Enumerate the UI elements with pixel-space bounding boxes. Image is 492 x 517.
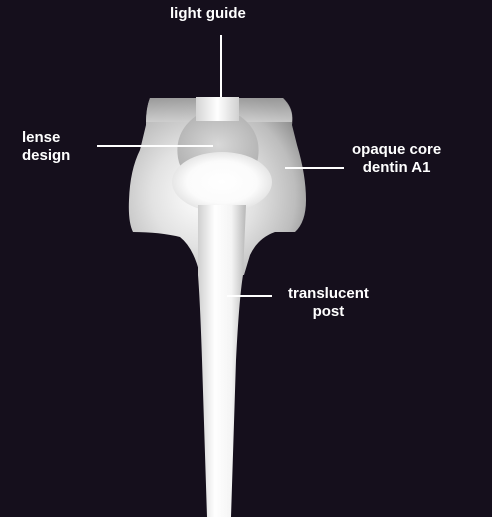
label-core-line1: opaque core bbox=[352, 141, 441, 159]
label-light-guide: light guide bbox=[170, 5, 246, 23]
label-lens-design: lense design bbox=[22, 129, 70, 165]
label-lens-line2: design bbox=[22, 147, 70, 165]
label-translucent-post: translucent post bbox=[288, 285, 369, 321]
translucent-post bbox=[198, 205, 246, 517]
label-core-line2: dentin A1 bbox=[352, 159, 441, 177]
label-post-line1: translucent bbox=[288, 285, 369, 303]
label-lens-line1: lense bbox=[22, 129, 70, 147]
label-opaque-core: opaque core dentin A1 bbox=[352, 141, 441, 177]
light-guide-rod bbox=[196, 97, 239, 121]
opaque-core bbox=[172, 152, 272, 212]
label-post-line2: post bbox=[288, 303, 369, 321]
